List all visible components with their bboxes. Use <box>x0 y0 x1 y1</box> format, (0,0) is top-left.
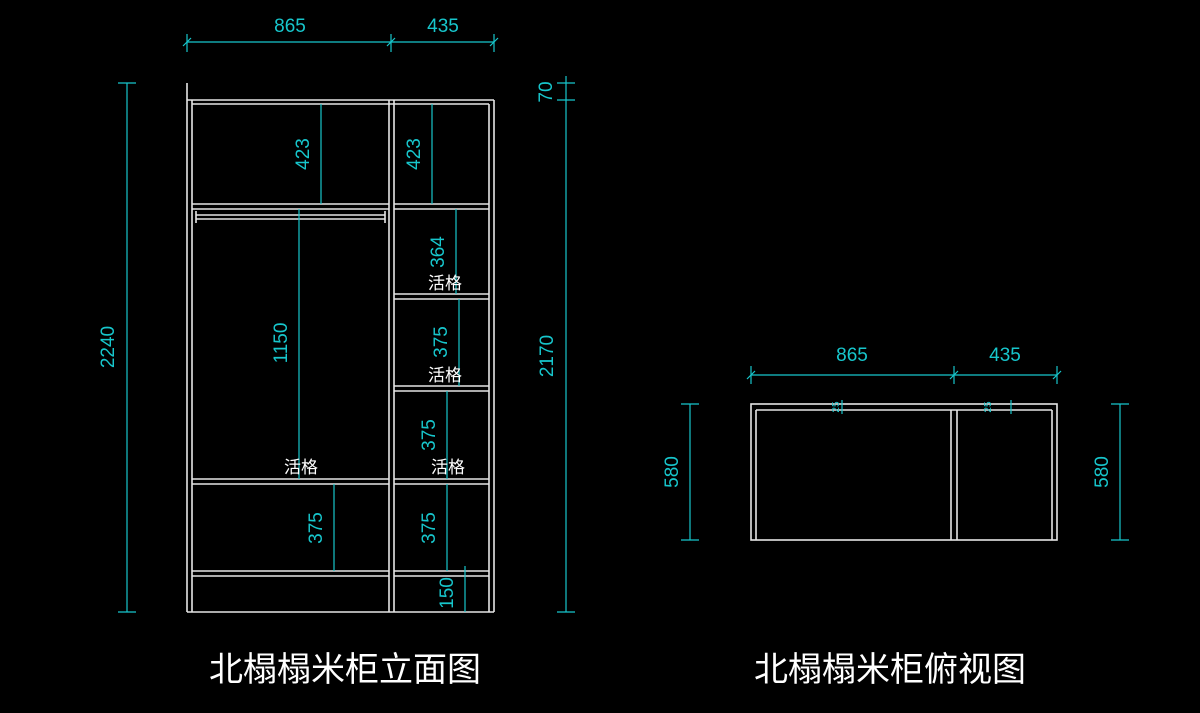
plan-title: 北榻榻米柜俯视图 <box>754 650 1026 690</box>
dim-1150: 1150 <box>271 323 292 364</box>
plan-top-tick-2 <box>949 370 959 380</box>
plan-top-tick-3 <box>1052 370 1062 380</box>
top-dim-435: 435 <box>427 16 459 37</box>
dim-150: 150 <box>437 577 458 609</box>
adjustable-shelf-note-2: 活格 <box>428 366 462 386</box>
plan-top-tick-1 <box>746 370 756 380</box>
top-dim-tick-1 <box>182 37 192 47</box>
dim-423-left: 423 <box>293 138 314 170</box>
plan-small-right: 25 <box>983 401 994 413</box>
dim-364: 364 <box>428 236 449 268</box>
plan-dim-435: 435 <box>989 345 1021 366</box>
plan-dim-865: 865 <box>836 345 868 366</box>
elevation-view: 865 435 2240 70 2170 423 1150 375 423 36… <box>98 16 575 690</box>
height-2170-label: 2170 <box>537 335 558 377</box>
plan-depth-right: 580 <box>1092 456 1113 488</box>
top-dim-tick-3 <box>489 37 499 47</box>
plan-small-left: 25 <box>831 401 842 413</box>
dim-375-r2: 375 <box>419 419 440 451</box>
dim-375-r3: 375 <box>419 512 440 544</box>
adjustable-shelf-note-3: 活格 <box>284 458 318 478</box>
adjustable-shelf-note-4: 活格 <box>431 458 465 478</box>
top-dim-865: 865 <box>274 16 306 37</box>
top-dim-tick-2 <box>386 37 396 47</box>
plan-outline <box>750 403 1058 541</box>
dim-375-r1: 375 <box>431 326 452 358</box>
dim-375-left: 375 <box>306 512 327 544</box>
height-2240-label: 2240 <box>98 326 119 368</box>
plan-depth-left: 580 <box>662 456 683 488</box>
plan-view: 865 435 580 580 25 25 北榻榻米柜俯视图 <box>662 345 1129 690</box>
height-70-label: 70 <box>536 81 557 102</box>
elevation-title: 北榻榻米柜立面图 <box>209 650 481 690</box>
dim-423-right: 423 <box>404 138 425 170</box>
adjustable-shelf-note-1: 活格 <box>428 274 462 294</box>
